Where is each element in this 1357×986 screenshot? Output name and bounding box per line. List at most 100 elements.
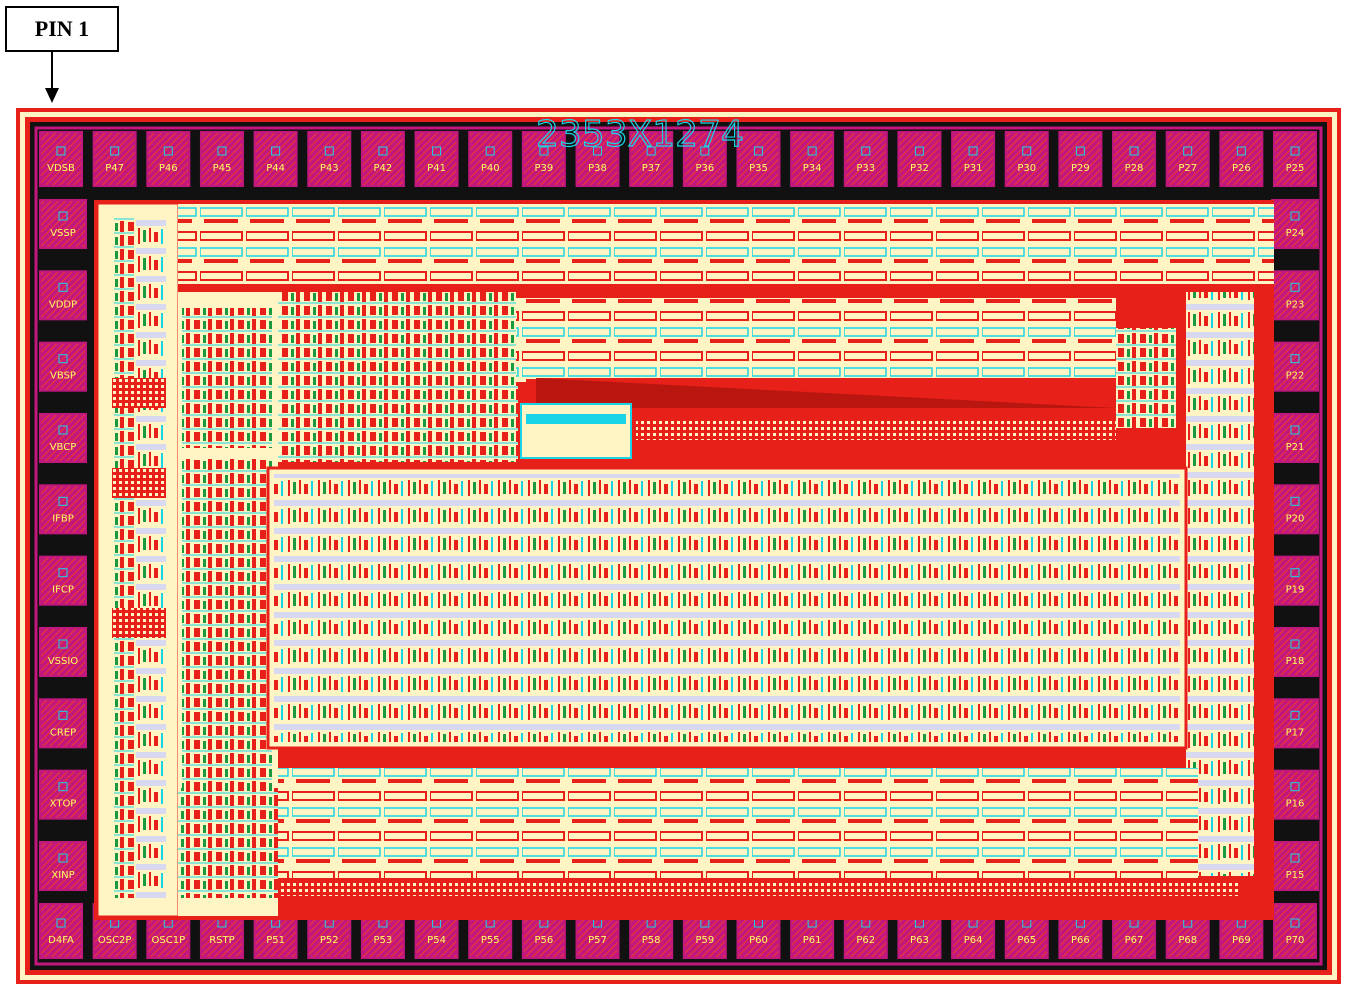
pad-top: P41 [414,131,459,187]
pad-left: CREP [39,698,87,749]
pad-label: OSC2P [98,935,132,946]
pad-label: P39 [534,163,553,174]
pad-top: P34 [790,131,835,187]
pad-label: IFBP [52,513,74,524]
pad-label: P43 [320,163,339,174]
pad-label: XTOP [50,799,77,810]
pad-top: P25 [1273,131,1317,187]
pad-label: P64 [964,935,983,946]
pad-label: VDSB [47,163,75,174]
pad-top: P35 [736,131,781,187]
pad-left: IFBP [39,484,87,535]
pad-label: P28 [1125,163,1144,174]
pad-label: P23 [1286,299,1305,310]
pad-label: VDDP [49,299,77,310]
pin1-label: PIN 1 [5,6,119,52]
pad-label: P34 [803,163,822,174]
pad-left: XINP [39,841,87,891]
pad-label: P62 [856,935,875,946]
pad-label: P68 [1178,935,1197,946]
pad-label: P17 [1286,727,1305,738]
pad-label: P33 [856,163,875,174]
pad-right: P21 [1271,413,1319,463]
pad-bottom: P70 [1273,903,1317,959]
pad-label: P53 [374,935,393,946]
pad-bottom: D4FA [39,903,83,959]
pad-label: P27 [1178,163,1197,174]
pad-top: P39 [521,131,566,187]
pad-label: P69 [1232,935,1251,946]
pad-label: P63 [910,935,929,946]
pad-label: P55 [481,935,500,946]
pad-right: P16 [1271,769,1319,820]
pad-top: P37 [629,131,674,187]
pad-label: P38 [588,163,607,174]
pin1-arrow-icon [45,52,59,103]
pad-top: P33 [843,131,888,187]
pad-label: P25 [1286,163,1305,174]
pad-label: VSSIO [48,656,78,667]
pad-top: P38 [575,131,620,187]
pad-label: P18 [1286,656,1305,667]
pad-top: P44 [253,131,298,187]
pad-right: P24 [1271,199,1319,249]
pad-label: P40 [481,163,500,174]
pad-right: P15 [1271,841,1319,891]
pad-label: IFCP [52,585,74,596]
pad-label: VBSP [50,371,76,382]
pad-label: D4FA [48,935,74,946]
pad-top: P42 [360,131,405,187]
pad-left: VSSIO [39,627,87,677]
pad-top: P40 [468,131,513,187]
pad-top: P28 [1112,131,1157,187]
pad-label: P52 [320,935,339,946]
pad-label: P54 [427,935,446,946]
pad-right: P23 [1271,270,1319,321]
pad-label: P36 [695,163,714,174]
pad-label: P21 [1286,442,1305,453]
pad-label: P42 [374,163,393,174]
pad-label: P29 [1071,163,1090,174]
pad-label: P15 [1286,870,1305,881]
pad-left: VBCP [39,413,87,463]
pad-top: P47 [92,131,137,187]
pad-label: P56 [534,935,553,946]
pad-label: VBCP [50,442,77,453]
pad-left: VBSP [39,341,87,392]
pad-label: VSSP [50,228,76,239]
pad-left: XTOP [39,769,87,820]
die-marking: 2353X1274 [536,114,744,155]
pad-label: XINP [51,870,74,881]
pad-label: P58 [642,935,661,946]
pad-left: VDDP [39,270,87,321]
pad-label: P20 [1286,513,1305,524]
pad-label: P57 [588,935,607,946]
pad-label: P65 [1017,935,1036,946]
pad-label: P47 [105,163,124,174]
pad-right: P19 [1271,555,1319,606]
pad-top: P31 [951,131,996,187]
pad-label: P60 [749,935,768,946]
pad-label: P45 [213,163,232,174]
pad-top: P26 [1219,131,1264,187]
pad-label: P44 [266,163,285,174]
pad-label: P70 [1286,935,1305,946]
pad-label: P51 [266,935,285,946]
pad-label: P67 [1125,935,1144,946]
pad-label: P35 [749,163,768,174]
pad-label: P30 [1017,163,1036,174]
core-area [94,200,1274,920]
pad-label: P19 [1286,585,1305,596]
pad-left: IFCP [39,555,87,606]
pad-label: P16 [1286,799,1305,810]
pad-right: P20 [1271,484,1319,535]
pad-label: P22 [1286,371,1305,382]
pad-label: P66 [1071,935,1090,946]
pad-label: P24 [1286,228,1305,239]
pad-top: P46 [146,131,191,187]
pad-top: P30 [1004,131,1049,187]
pad-label: P26 [1232,163,1251,174]
pad-top: P27 [1165,131,1210,187]
pad-label: P59 [695,935,714,946]
